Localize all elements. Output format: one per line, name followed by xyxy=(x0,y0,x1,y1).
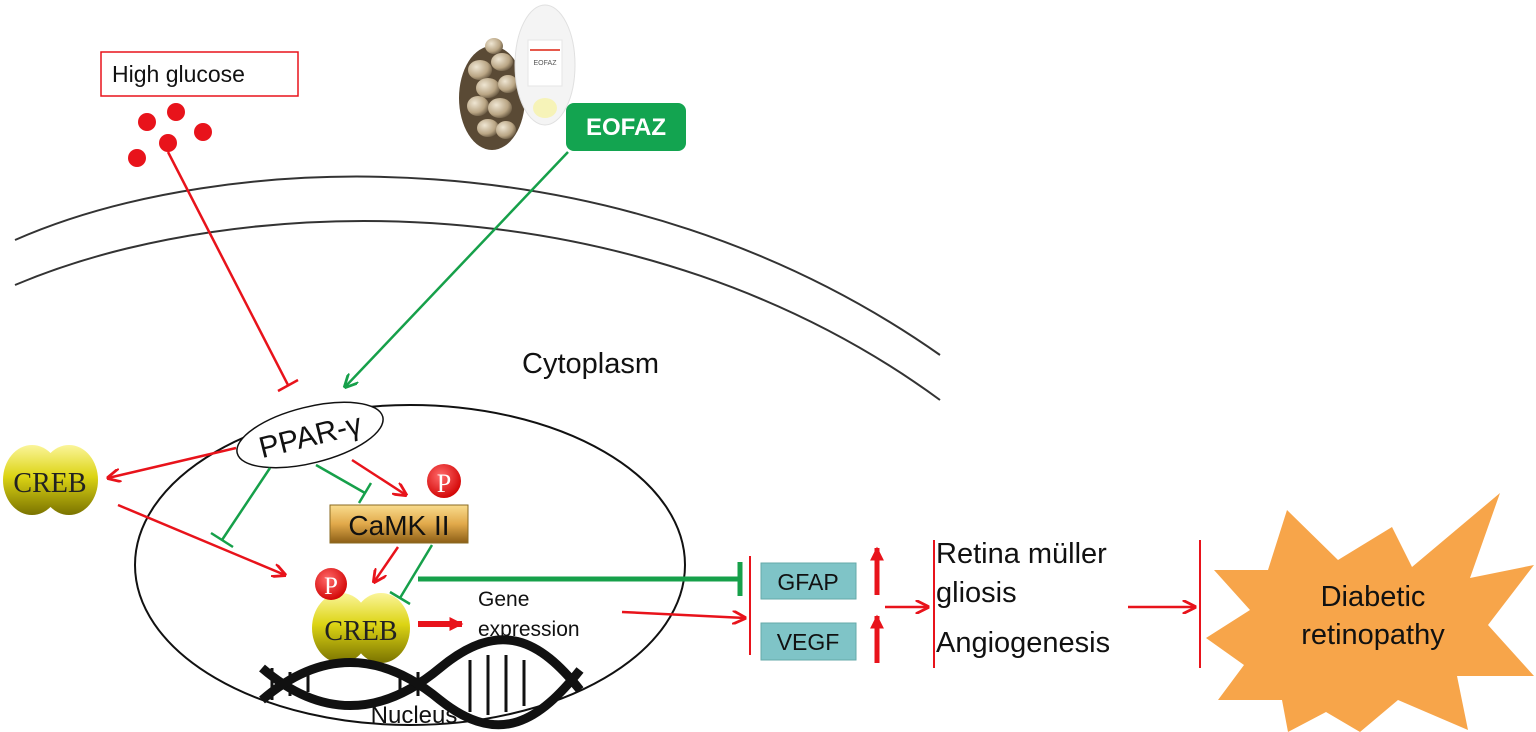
creb-nuclear-label: CREB xyxy=(324,616,397,647)
diabetic-retinopathy-line1: Diabetic xyxy=(1321,581,1426,613)
inhibit-camk-creb xyxy=(398,544,434,599)
high-glucose-label: High glucose xyxy=(112,61,245,87)
high-glucose-box: High glucose xyxy=(100,51,299,97)
activate-eofaz-ppar xyxy=(345,151,569,387)
cell-membrane-inner xyxy=(14,220,941,401)
eofaz-box: EOFAZ xyxy=(566,103,686,151)
diabetic-retinopathy-burst: Diabetic retinopathy xyxy=(1206,493,1534,732)
gene-expression-label-line1: Gene xyxy=(478,588,529,611)
glucose-dot xyxy=(194,123,212,141)
inhibit-bar xyxy=(357,482,373,504)
retina-gliosis-label-line2: gliosis xyxy=(936,577,1017,609)
cytoplasm-label: Cytoplasm xyxy=(522,348,659,380)
nucleus xyxy=(134,404,686,726)
gfap-label: GFAP xyxy=(777,569,838,595)
creb-cytoplasmic: CREB xyxy=(3,445,98,515)
eofaz-product-image: EOFAZ xyxy=(459,4,576,150)
phospho-creb-label: P xyxy=(324,573,338,600)
dna-helix xyxy=(259,635,584,730)
inhibit-bar xyxy=(389,590,411,606)
inhibit-ppar-creb-left xyxy=(220,467,272,541)
gene-expression-to-markers xyxy=(621,612,745,618)
bottle-label-text: EOFAZ xyxy=(534,60,558,67)
retina-gliosis-label-line1: Retina müller xyxy=(936,538,1107,570)
activate-camk-creb xyxy=(374,546,400,582)
glucose-dot xyxy=(138,113,156,131)
nucleus-label: Nucleus xyxy=(371,702,458,729)
translocate-creb xyxy=(117,503,285,575)
cell-membrane-outer xyxy=(14,175,941,356)
inhibit-bar xyxy=(277,378,299,393)
camk-ii: CaMK II xyxy=(329,504,469,544)
inhibit-ppar-camk xyxy=(315,463,366,495)
bottle-liquid xyxy=(533,98,557,118)
diabetic-retinopathy-line2: retinopathy xyxy=(1301,619,1445,651)
glucose-molecules xyxy=(128,103,212,167)
eofaz-label: EOFAZ xyxy=(586,114,666,141)
ppar-gamma: PPAR-γ xyxy=(236,401,384,469)
activate-ppar-camk xyxy=(351,458,406,495)
glucose-dot xyxy=(167,103,185,121)
phospho-camk-label: P xyxy=(437,469,451,498)
inhibit-glucose-ppar xyxy=(166,151,290,386)
gfap-box: GFAP xyxy=(760,562,857,600)
creb-nuclear: CREB xyxy=(312,593,410,663)
phospho-creb: P xyxy=(315,568,347,600)
activate-ppar-creb xyxy=(108,446,237,478)
bottle-label xyxy=(527,39,563,87)
starburst-shape xyxy=(1206,493,1534,732)
glucose-dot xyxy=(159,134,177,152)
seeds xyxy=(467,38,518,139)
vegf-box: VEGF xyxy=(760,622,857,661)
glucose-dot xyxy=(128,149,146,167)
inhibit-bar xyxy=(210,531,234,549)
angiogenesis-label: Angiogenesis xyxy=(936,627,1110,659)
phospho-camk: P xyxy=(427,464,461,498)
camk-ii-label: CaMK II xyxy=(348,510,449,541)
creb-cytoplasmic-label: CREB xyxy=(13,468,86,499)
vegf-label: VEGF xyxy=(777,629,840,655)
gene-expression-label-line2: expression xyxy=(478,618,580,641)
